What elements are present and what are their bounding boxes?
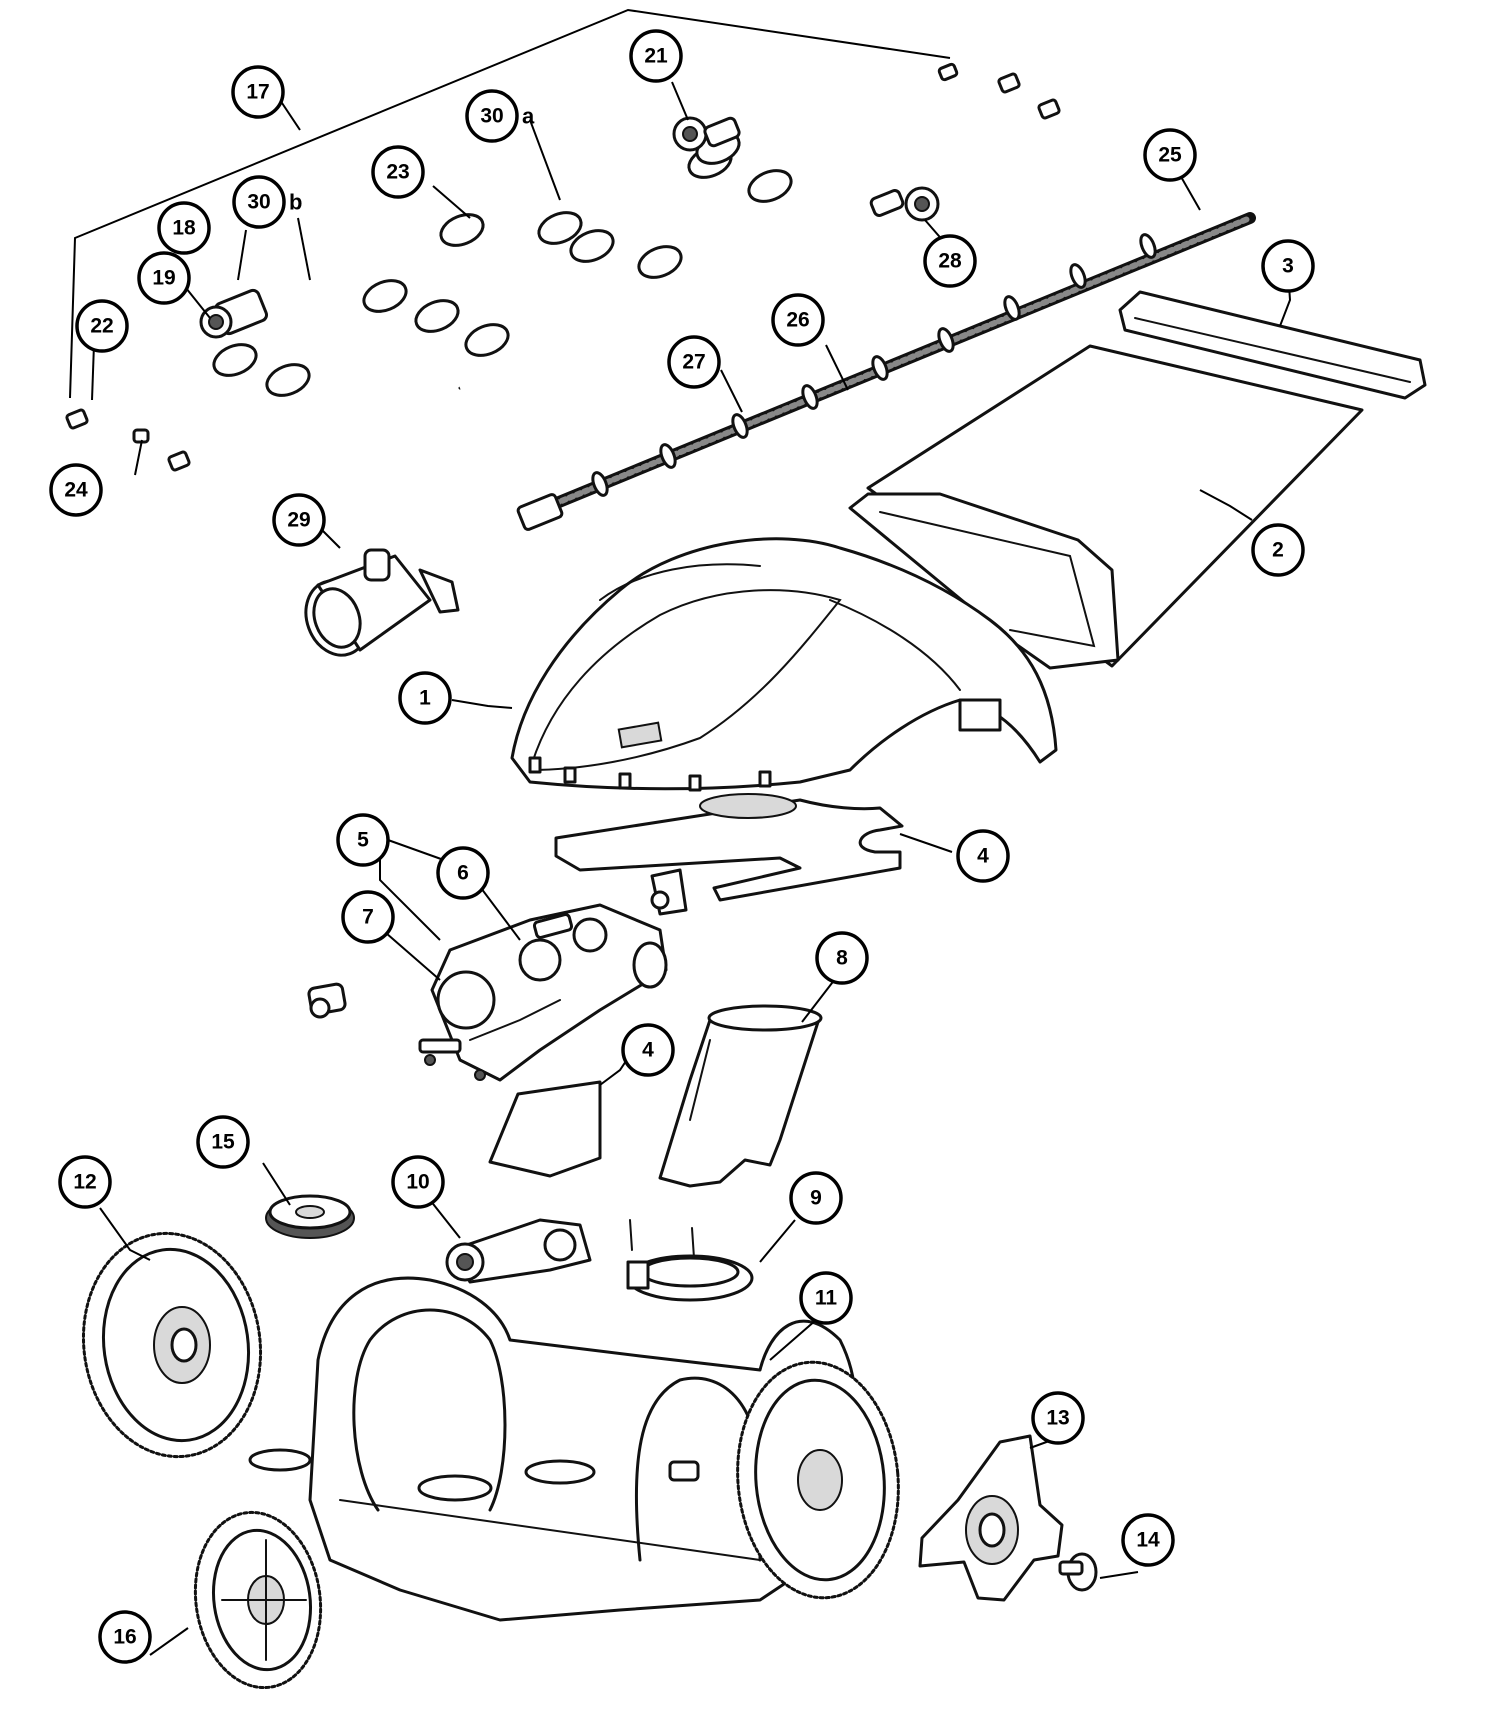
callout-21: 21 xyxy=(629,29,683,83)
svg-text:4: 4 xyxy=(642,1039,654,1062)
svg-text:6: 6 xyxy=(457,862,469,885)
part-9-ring xyxy=(626,1219,754,1302)
svg-text:25: 25 xyxy=(1158,144,1182,167)
svg-text:19: 19 xyxy=(152,267,175,290)
callout-4-upper: 4 xyxy=(956,829,1010,883)
svg-text:23: 23 xyxy=(386,161,409,184)
callout-17: 17 xyxy=(231,65,285,119)
svg-text:11: 11 xyxy=(815,1287,838,1310)
part-4-upper-gasket xyxy=(554,793,904,902)
plug-part xyxy=(307,982,347,1019)
callout-1: 1 xyxy=(398,671,452,725)
svg-text:24: 24 xyxy=(64,479,88,502)
callout-28: 28 xyxy=(923,234,977,288)
right-rear-wheel xyxy=(736,1360,900,1600)
part-11-chassis xyxy=(248,1276,857,1622)
part-3-bag-collar xyxy=(1118,290,1427,400)
callout-18: 18 xyxy=(157,201,211,255)
svg-text:22: 22 xyxy=(90,315,113,338)
svg-text:16: 16 xyxy=(113,1626,136,1649)
callout-14: 14 xyxy=(1121,1513,1175,1567)
part-29-outlet-fitting xyxy=(304,548,460,657)
svg-text:14: 14 xyxy=(1136,1529,1160,1552)
part-1-top-housing xyxy=(510,492,1120,792)
callout-30a: 30 a xyxy=(465,89,535,143)
callout-12: 12 xyxy=(58,1155,112,1209)
callout-22: 22 xyxy=(75,299,129,353)
svg-text:29: 29 xyxy=(287,509,310,532)
svg-text:3: 3 xyxy=(1282,255,1294,278)
svg-text:18: 18 xyxy=(172,217,196,240)
callout-9: 9 xyxy=(789,1171,843,1225)
svg-text:a: a xyxy=(522,104,535,129)
svg-text:30: 30 xyxy=(247,191,270,214)
svg-text:30: 30 xyxy=(480,105,503,128)
part-16-front-wheel xyxy=(193,1510,323,1690)
svg-text:7: 7 xyxy=(362,906,374,929)
part-10-venturi xyxy=(445,1218,592,1284)
part-15-gear xyxy=(265,1194,355,1239)
svg-text:27: 27 xyxy=(682,351,705,374)
svg-text:21: 21 xyxy=(644,45,668,68)
callout-19: 19 xyxy=(137,251,191,305)
callout-10: 10 xyxy=(391,1155,445,1209)
callout-3: 3 xyxy=(1261,239,1315,293)
svg-text:13: 13 xyxy=(1046,1407,1069,1430)
callout-5: 5 xyxy=(336,813,390,867)
callout-29: 29 xyxy=(272,493,326,547)
sweep-tube-assembly xyxy=(65,62,1061,472)
callout-16: 16 xyxy=(98,1610,152,1664)
callout-30b: 30 b xyxy=(232,175,302,229)
callout-15: 15 xyxy=(196,1115,250,1169)
callout-6: 6 xyxy=(436,846,490,900)
svg-text:2: 2 xyxy=(1272,539,1284,562)
part-14-plug xyxy=(1058,1552,1098,1592)
callout-13: 13 xyxy=(1031,1391,1085,1445)
svg-text:12: 12 xyxy=(73,1171,96,1194)
callout-4-lower: 4 xyxy=(621,1023,675,1077)
callout-11: 11 xyxy=(799,1271,853,1325)
svg-text:8: 8 xyxy=(836,947,848,970)
sweep-hose xyxy=(516,212,1256,531)
svg-text:26: 26 xyxy=(786,309,809,332)
part-17-bracket xyxy=(69,8,951,399)
clip-part xyxy=(650,868,688,916)
svg-text:15: 15 xyxy=(211,1131,235,1154)
callout-7: 7 xyxy=(341,890,395,944)
svg-text:17: 17 xyxy=(246,81,269,104)
callout-8: 8 xyxy=(815,931,869,985)
svg-text:b: b xyxy=(289,190,302,215)
svg-text:4: 4 xyxy=(977,845,989,868)
svg-text:28: 28 xyxy=(938,250,962,273)
callout-23: 23 xyxy=(371,145,425,199)
svg-text:1: 1 xyxy=(419,687,431,710)
callout-27: 27 xyxy=(667,335,721,389)
part-5-6-7-motor-gearbox xyxy=(418,903,668,1082)
part-12-rear-wheel xyxy=(81,1231,263,1459)
svg-text:10: 10 xyxy=(406,1171,429,1194)
svg-text:9: 9 xyxy=(810,1187,822,1210)
callout-2: 2 xyxy=(1251,523,1305,577)
callout-24: 24 xyxy=(49,463,103,517)
callout-25: 25 xyxy=(1143,128,1197,182)
callout-26: 26 xyxy=(771,293,825,347)
part-13-hubcap xyxy=(918,1434,1064,1602)
part-4-lower-block xyxy=(488,1080,602,1178)
svg-text:5: 5 xyxy=(357,829,369,852)
part-8-throat xyxy=(658,1004,823,1188)
